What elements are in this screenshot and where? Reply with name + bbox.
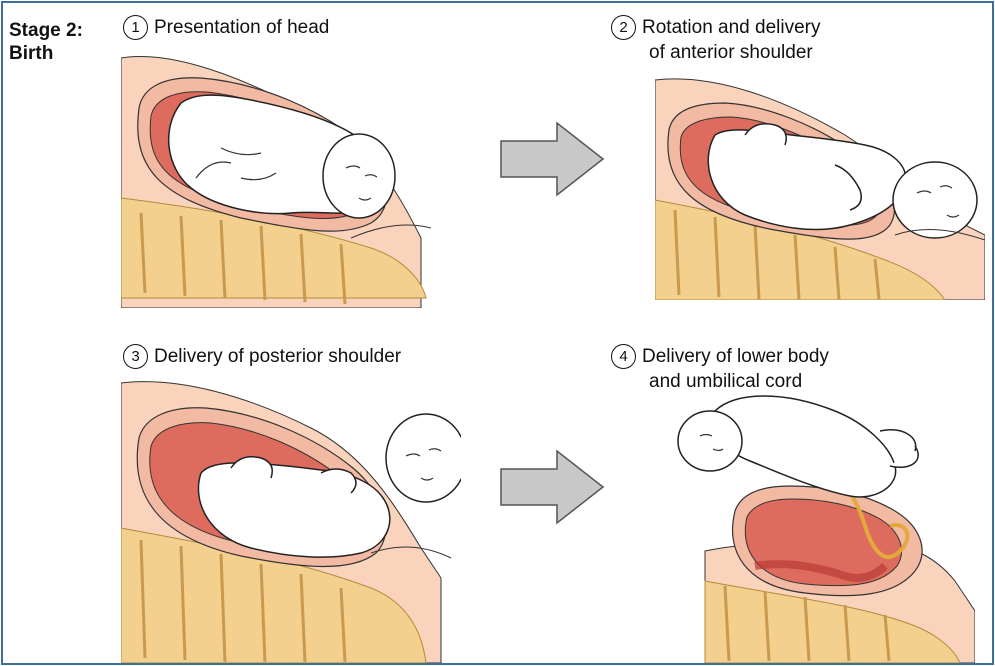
step-label-text: Delivery of posterior shoulder [154,346,402,367]
step-label-text: Delivery of lower body [642,346,829,367]
step-label-text: and umbilical cord [649,371,803,392]
right-arrow-icon [499,121,607,197]
step-number-badge: 1 [123,15,148,40]
right-arrow-icon [499,449,607,525]
step-3-label: 3 Delivery of posterior shoulder [123,344,401,369]
stage-title-line: Stage 2: [9,20,83,41]
scene-4-illustration [675,391,975,663]
stage-title: Stage 2: Birth [9,19,83,65]
step-label-text: of anterior shoulder [649,42,813,63]
scene-2-illustration [655,75,985,300]
step-1-label: 1 Presentation of head [123,15,329,40]
step-label-text: Presentation of head [154,17,330,38]
scene-1-illustration [121,48,431,308]
stage-title-line: Birth [9,43,54,64]
step-number-badge: 3 [123,344,148,369]
step-2-label: 2 Rotation and delivery of anterior shoul… [611,15,821,65]
step-4-label: 4 Delivery of lower body and umbilical co… [611,344,829,394]
step-number-badge: 4 [611,344,636,369]
step-label-text: Rotation and delivery [642,17,821,38]
scene-3-illustration [121,378,461,663]
step-number-badge: 2 [611,15,636,40]
